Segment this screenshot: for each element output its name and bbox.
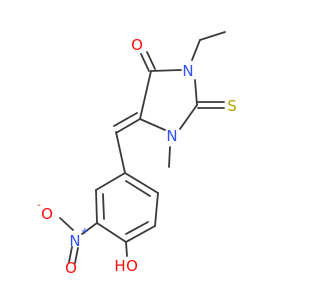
molecule-canvas: O N S N N + O - O H O xyxy=(37,31,237,277)
bond-ch2-ch3 xyxy=(199,31,226,41)
atom-n-nitro: N xyxy=(69,232,80,250)
bond-n3-ch2 xyxy=(191,39,201,61)
bond-n-o-minus xyxy=(59,217,74,231)
bond-c4-n3 xyxy=(150,69,182,72)
bond-c5-c4 xyxy=(139,70,152,120)
bond-ar-4 xyxy=(96,222,127,243)
bond-c5-ch-b xyxy=(113,112,138,127)
bond-c4-o-a xyxy=(140,53,150,72)
bond-ar-2 xyxy=(154,192,159,227)
bond-c-no2 xyxy=(81,222,98,235)
bond-ar-6 xyxy=(95,172,126,191)
atom-n3: N xyxy=(182,62,193,80)
atom-o-nitro-minus-charge: - xyxy=(37,200,41,211)
atom-o-carbonyl: O xyxy=(131,36,143,54)
atom-o-hydroxy: O xyxy=(126,257,138,275)
bond-c2-n1 xyxy=(179,104,198,130)
atom-n1: N xyxy=(166,127,177,145)
bond-n3-c2 xyxy=(194,79,198,106)
atom-s-thione: S xyxy=(227,97,237,115)
bond-ar-5 xyxy=(95,189,98,224)
bonds xyxy=(59,31,226,264)
bond-c4-o-b xyxy=(146,51,156,70)
bond-ar-1 xyxy=(124,172,159,194)
bond-ar-3 xyxy=(125,225,156,243)
structure-drawing: O N S N N + O - O H O xyxy=(37,31,237,277)
bond-c-oh xyxy=(125,241,128,257)
atom-h-hydroxy: H xyxy=(114,257,125,275)
bond-n1-c5 xyxy=(139,118,166,131)
bond-ar-inner-1 xyxy=(125,180,151,197)
bond-n-o-double-a xyxy=(68,246,73,263)
atom-o-nitro-double: O xyxy=(65,259,77,277)
atom-o-nitro-minus: O xyxy=(41,205,53,223)
bond-n1-methyl xyxy=(168,146,171,168)
atom-n-nitro-charge: + xyxy=(81,226,89,237)
bond-c5-ch-a xyxy=(115,118,141,134)
bond-ar-inner-3 xyxy=(102,193,105,220)
atom-labels: O N S N N + O - O H O xyxy=(37,36,237,277)
bond-ar-inner-2 xyxy=(125,221,149,235)
bond-ch-aryl xyxy=(115,131,126,174)
bond-n-o-double-b xyxy=(74,247,79,264)
